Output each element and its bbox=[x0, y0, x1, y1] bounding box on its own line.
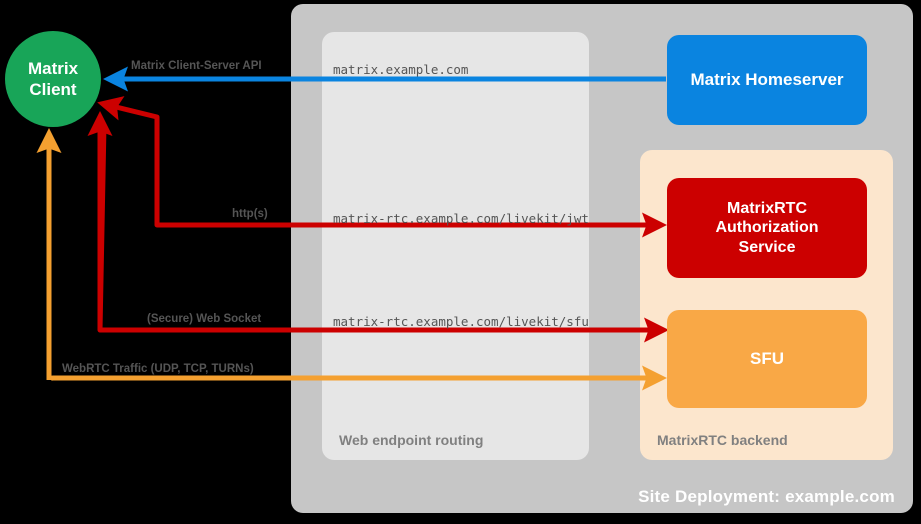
matrix-client-label-line1: Matrix bbox=[27, 58, 79, 78]
matrix-client-label-line2: Client bbox=[29, 80, 77, 99]
auth-service-label-line2: Authorization bbox=[715, 219, 819, 237]
edge-label-secure-web-socket: (Secure) Web Socket bbox=[147, 313, 262, 325]
node-matrixrtc-authorization-service[interactable]: MatrixRTC Authorization Service bbox=[667, 178, 867, 278]
auth-service-label-line1: MatrixRTC bbox=[726, 200, 807, 218]
node-matrix-homeserver[interactable]: Matrix Homeserver bbox=[667, 35, 867, 125]
edge-label-matrix-client-server-api: Matrix Client-Server API bbox=[131, 60, 262, 72]
matrixrtc-backend-label: MatrixRTC backend bbox=[657, 432, 788, 448]
web-endpoint-routing-label: Web endpoint routing bbox=[339, 432, 484, 448]
url-label-livekit-sfu: matrix-rtc.example.com/livekit/sfu bbox=[333, 314, 589, 329]
edge-label-webrtc-traffic: WebRTC Traffic (UDP, TCP, TURNs) bbox=[62, 363, 254, 375]
auth-service-label-line3: Service bbox=[738, 238, 796, 256]
web-endpoint-routing-container: Web endpoint routing bbox=[322, 32, 589, 460]
site-deployment-label: Site Deployment: example.com bbox=[638, 487, 895, 506]
edge-label-http: http(s) bbox=[232, 208, 268, 220]
sfu-label: SFU bbox=[750, 348, 784, 368]
matrix-homeserver-label: Matrix Homeserver bbox=[690, 69, 844, 89]
url-label-livekit-jwt: matrix-rtc.example.com/livekit/jwt bbox=[333, 211, 589, 226]
node-sfu[interactable]: SFU bbox=[667, 310, 867, 408]
node-matrix-client[interactable]: Matrix Client bbox=[5, 31, 101, 127]
url-label-matrix-example-com: matrix.example.com bbox=[333, 62, 469, 77]
